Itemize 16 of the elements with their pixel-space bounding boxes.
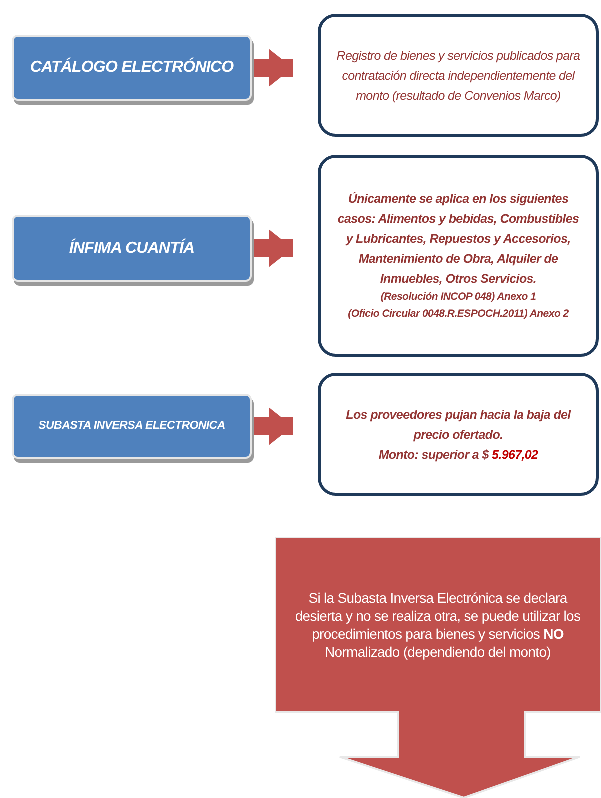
- category-title: SUBASTA INVERSA ELECTRONICA: [38, 418, 226, 434]
- category-title: CATÁLOGO ELECTRÓNICO: [30, 56, 234, 78]
- category-title: ÍNFIMA CUANTÍA: [69, 238, 195, 258]
- description-text: (Oficio Circular 0048.R.ESPOCH.2011) Anexo 2: [348, 307, 569, 322]
- description-text: Registro de bienes y servicios publicados para contratación directa independientemente del monto (resultado de Convenios Marco): [336, 48, 582, 105]
- callout-text: Si la Subasta Inversa Electrónica se declara desierta y no se realiza otra, se puede utilizar los procedimientos para bienes y servicios NO Normalizado (dependiendo del monto): [294, 588, 582, 660]
- description-text: Los proveedores pujan hacia la baja del precio ofertado.: [345, 406, 572, 444]
- description-box: [318, 14, 599, 137]
- description-box: [318, 373, 599, 496]
- block-arrow: [254, 49, 293, 87]
- block-arrow: [254, 408, 293, 446]
- description-text: Únicamente se aplica en los siguientes casos: Alimentos y bebidas, Combustibles y Lubricantes, Repuestos y Accesorios, Mantenimiento de Obra, Alquiler de Inmuebles, Otros Servicios.: [336, 191, 580, 288]
- description-box: [318, 155, 599, 357]
- description-text: (Resolución INCOP 048) Anexo 1: [380, 290, 536, 305]
- description-text: Monto: superior a $ 5.967,02: [378, 446, 538, 464]
- block-arrow: [254, 230, 293, 268]
